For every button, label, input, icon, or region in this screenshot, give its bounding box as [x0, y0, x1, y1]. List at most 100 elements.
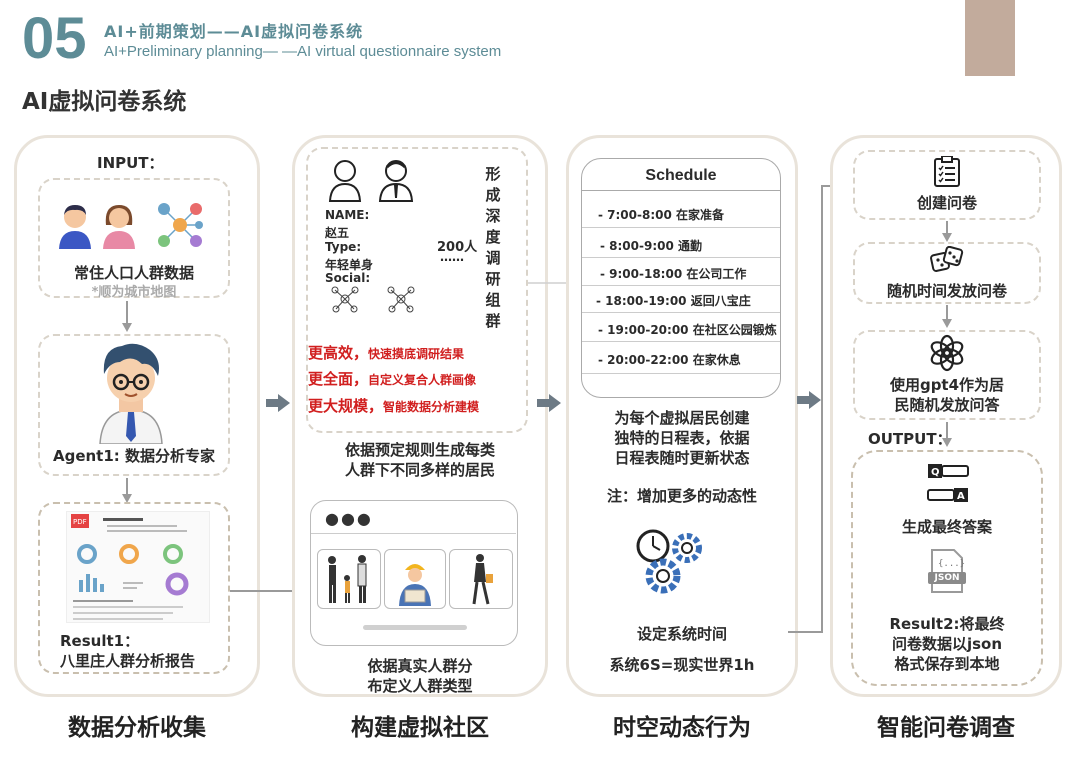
woman-avatar-icon [103, 205, 135, 249]
json-file-icon: {...} JSON [928, 548, 966, 594]
agent-label: Agent1: 数据分析专家 [52, 447, 216, 465]
input-label: INPUT： [97, 154, 164, 172]
type-value: 年轻单身 [325, 258, 374, 272]
vertical-char: 度 [485, 228, 501, 246]
vertical-text-group: 形 成 深 度 调 研 组 群 [483, 164, 503, 332]
schedule-divider [582, 312, 780, 313]
benefit-row: 更高效，快速摸底调研结果 [308, 342, 464, 363]
arrow-right-icon [266, 394, 290, 412]
real-desc-line1: 依据真实人群分 [367, 657, 473, 675]
schedule-desc-line3: 日程表随时更新状态 [614, 449, 750, 467]
schedule-divider [582, 373, 780, 374]
schedule-divider [582, 227, 780, 228]
schedule-item: - 20:00-22:00 在家休息 [598, 353, 741, 367]
benefit-desc: 自定义复合人群画像 [368, 373, 477, 387]
system-time-ratio: 系统6S=现实世界1h [609, 656, 755, 674]
svg-text:A: A [957, 491, 965, 502]
section-title: AI虚拟问卷系统 [22, 89, 187, 115]
person-outline-icon [328, 160, 362, 202]
community-browser-window: ●●● [310, 500, 518, 646]
arrow-down-icon [122, 478, 132, 503]
openai-logo-icon [930, 334, 964, 372]
benefit-title: 更全面， [308, 370, 369, 388]
output-label: OUTPUT： [868, 430, 952, 448]
social-network-small-icon [387, 286, 415, 313]
step-gpt-box [853, 330, 1041, 420]
benefit-desc: 智能数据分析建模 [383, 400, 480, 414]
population-data-title: 常住人口人群数据 [73, 264, 194, 282]
window-scrollbar [363, 625, 467, 630]
clock-gears-icon [636, 529, 702, 594]
schedule-divider [582, 190, 780, 191]
resident-count-dots: …… [440, 250, 464, 264]
social-label: Social: [325, 271, 371, 285]
step-create-label: 创建问卷 [916, 194, 977, 212]
caption-data-collection: 数据分析收集 [68, 715, 206, 741]
businessman-outline-icon [378, 160, 414, 202]
result2-line2: 问卷数据以json [891, 635, 1003, 653]
data-analyst-avatar-icon [99, 343, 163, 444]
type-label: Type: [325, 240, 362, 254]
result2-line1: Result2:将最终 [889, 615, 1005, 633]
result1-box [38, 502, 230, 674]
result1-desc: 八里庄人群分析报告 [60, 652, 196, 670]
result2-line3: 格式保存到本地 [894, 655, 1000, 673]
svg-text:{...}: {...} [938, 559, 965, 569]
schedule-title: Schedule [645, 167, 717, 184]
schedule-item: - 18:00-19:00 返回八宝庄 [596, 294, 751, 308]
vertical-char: 组 [485, 291, 501, 309]
checklist-icon [934, 156, 960, 187]
arrow-down-icon [122, 301, 132, 332]
resident-count: 200人 [437, 240, 478, 255]
step-answer-label: 生成最终答案 [901, 518, 992, 536]
rule-desc-line1: 依据预定规则生成每类 [344, 441, 495, 459]
schedule-item: - 9:00-18:00 在公司工作 [600, 267, 747, 281]
schedule-desc-line2: 独特的日程表，依据 [614, 429, 750, 447]
benefit-row: 更大规模，智能数据分析建模 [308, 395, 479, 416]
arrow-down-icon [942, 221, 952, 242]
population-data-box [38, 178, 230, 298]
arrow-right-icon [537, 394, 561, 412]
rule-desc-line2: 人群下不同多样的居民 [344, 461, 495, 479]
schedule-divider [582, 341, 780, 342]
system-time-label: 设定系统时间 [636, 625, 727, 643]
schedule-card [581, 158, 781, 398]
social-network-small-icon [331, 286, 359, 313]
schedule-desc-line1: 为每个虚拟居民创建 [614, 409, 750, 427]
real-desc-line2: 布定义人群类型 [367, 677, 473, 695]
social-network-icon [158, 203, 203, 247]
step-gpt-line1: 使用gpt4作为居 [889, 376, 1005, 394]
vertical-char: 形 [485, 165, 501, 183]
section-number: 05 [22, 6, 87, 71]
header-tab-decoration [965, 0, 1015, 76]
man-avatar-icon [59, 205, 91, 249]
vertical-char: 成 [485, 186, 501, 204]
step-random-box [853, 242, 1041, 304]
svg-text:Q: Q [931, 467, 940, 478]
schedule-item: - 19:00-20:00 在社区公园锻炼 [598, 323, 777, 337]
svg-text:PDF: PDF [73, 518, 87, 526]
header-title-cn: AI+前期策划——AI虚拟问卷系统 [104, 22, 364, 41]
schedule-divider [582, 285, 780, 286]
scene-family [317, 549, 381, 609]
benefit-row: 更全面，自定义复合人群画像 [308, 368, 476, 389]
result1-title: Result1： [60, 632, 140, 650]
caption-spatiotemporal: 时空动态行为 [613, 715, 751, 741]
benefit-title: 更大规模， [308, 397, 384, 415]
schedule-item: - 7:00-8:00 在家准备 [598, 208, 725, 222]
schedule-divider [582, 257, 780, 258]
window-divider [311, 533, 516, 534]
analysis-report-thumbnail: PDF [66, 511, 210, 623]
name-value: 赵五 [325, 226, 350, 240]
agent-box [38, 334, 230, 476]
vertical-char: 群 [485, 312, 501, 330]
arrow-down-icon [942, 305, 952, 328]
caption-virtual-community: 构建虚拟社区 [351, 715, 489, 741]
schedule-item: - 8:00-9:00 通勤 [600, 239, 703, 253]
caption-questionnaire: 智能问卷调查 [877, 715, 1015, 741]
vertical-char: 研 [485, 270, 501, 288]
benefit-desc: 快速摸底调研结果 [368, 347, 465, 361]
json-file-label: JSON [934, 573, 960, 583]
arrow-right-icon [797, 391, 821, 409]
step-create-box [853, 150, 1041, 220]
